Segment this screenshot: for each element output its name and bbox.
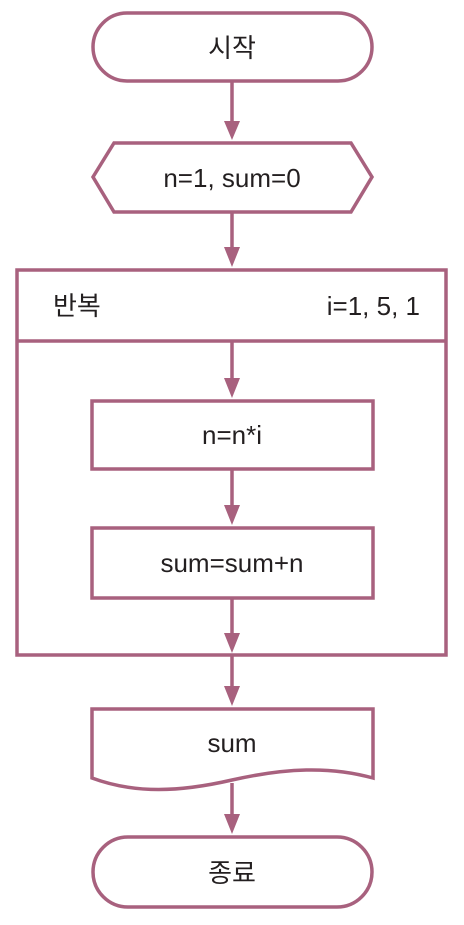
init-label: n=1, sum=0: [163, 163, 300, 193]
step2-process-shape: [90, 526, 375, 600]
end-label: 종료: [208, 858, 256, 888]
loop-range-label: i=1, 5, 1: [327, 291, 420, 321]
start-node: 시작: [91, 11, 374, 83]
step1-node: n=n*i: [90, 399, 375, 471]
init-node: n=1, sum=0: [90, 141, 375, 214]
arrow-output-to-end: [224, 783, 240, 834]
step2-node: sum=sum+n: [90, 526, 375, 600]
arrow-step1-to-step2: [224, 469, 240, 525]
loop-label: 반복: [53, 291, 101, 321]
end-terminator-shape: [91, 835, 374, 909]
arrow-start-to-init: [224, 81, 240, 140]
step1-process-shape: [90, 399, 375, 471]
init-preparation-shape: [90, 141, 375, 214]
arrow-init-to-loop: [224, 212, 240, 267]
output-document-shape: [90, 707, 375, 792]
start-label: 시작: [208, 33, 256, 63]
arrow-step2-to-loop-end: [224, 598, 240, 653]
step2-label: sum=sum+n: [160, 548, 303, 578]
end-node: 종료: [91, 835, 374, 909]
step1-label: n=n*i: [202, 420, 262, 450]
output-node: sum: [90, 707, 375, 792]
arrow-loop-to-output: [224, 655, 240, 706]
output-label: sum: [207, 728, 256, 758]
arrow-loop-to-step1: [224, 341, 240, 398]
